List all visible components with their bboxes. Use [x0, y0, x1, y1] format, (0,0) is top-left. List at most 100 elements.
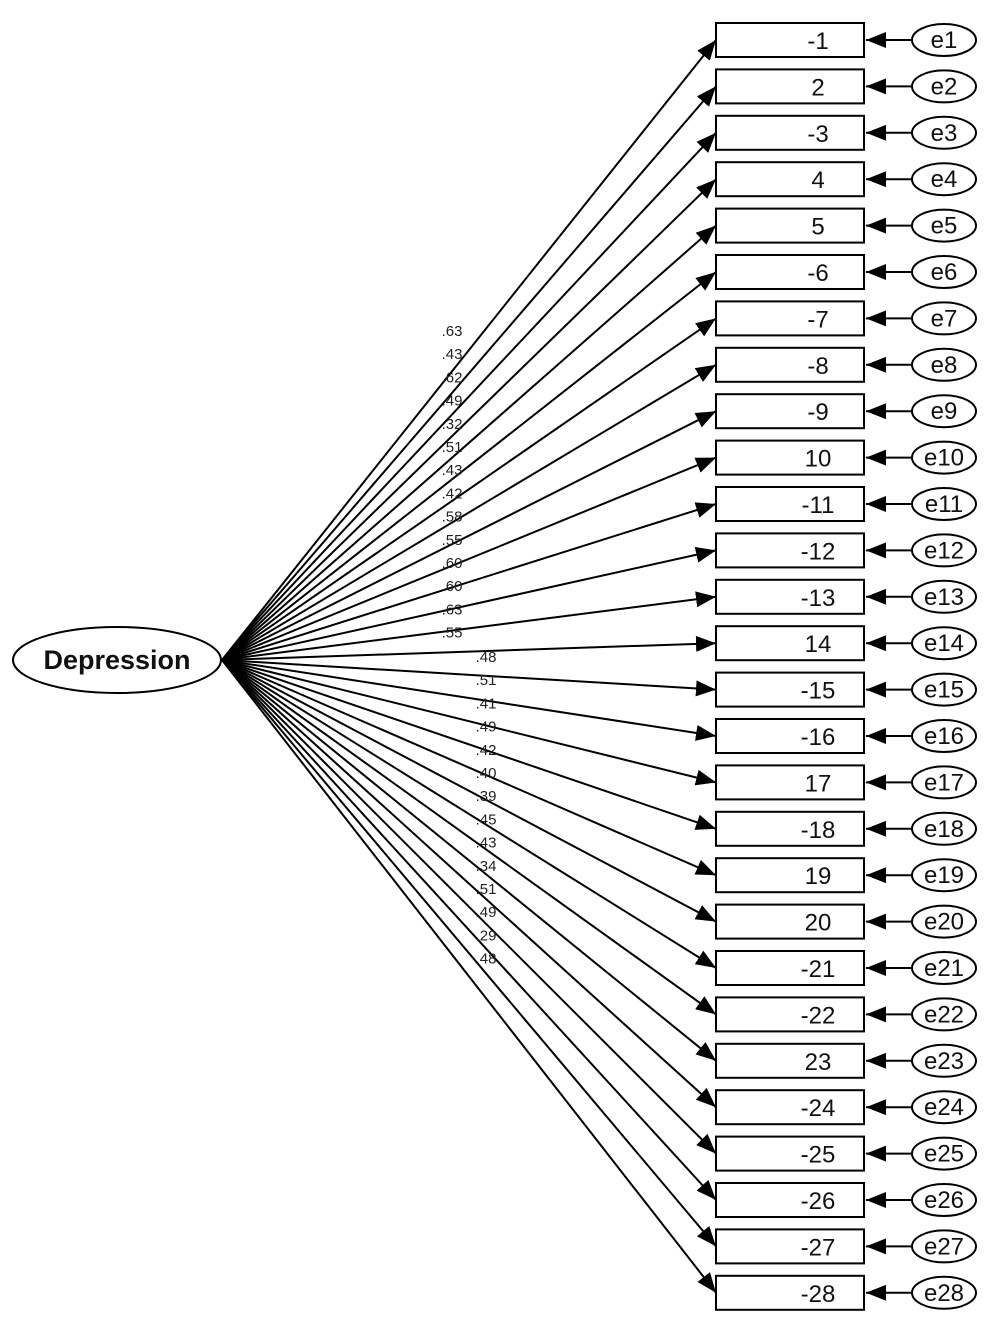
path-arrow-18	[221, 659, 717, 830]
error-ellipse-22	[911, 997, 977, 1032]
loading-label-20: .40	[476, 765, 497, 782]
indicator-label-4: 4	[811, 167, 824, 194]
loading-label-4: .49	[442, 393, 463, 410]
loading-label-15: .48	[476, 649, 497, 666]
indicator-label-24: -24	[801, 1095, 836, 1122]
error-ellipse-17	[911, 765, 977, 800]
indicator-label-12: -12	[801, 538, 836, 565]
indicator-box-17	[715, 764, 865, 801]
path-arrow-28	[221, 659, 717, 1294]
path-arrow-13	[221, 591, 717, 661]
path-arrow-25	[221, 659, 717, 1155]
loading-label-25: .51	[476, 881, 497, 898]
error-label-3: e3	[931, 120, 958, 147]
path-arrow-16	[221, 659, 717, 741]
error-ellipse-20	[911, 904, 977, 939]
loading-label-22: .45	[476, 811, 497, 828]
error-label-26: e26	[924, 1187, 964, 1214]
path-arrow-24	[221, 659, 717, 1108]
loading-label-8: .42	[442, 485, 463, 502]
indicator-boxes: -12-345-6-7-8-910-11-12-1314-15-1617-181…	[715, 22, 865, 1311]
indicator-label-1: -1	[807, 28, 828, 55]
loading-label-3: .62	[442, 369, 463, 386]
path-arrow-4	[221, 178, 717, 661]
error-ellipse-10	[911, 440, 977, 475]
path-arrow-1	[221, 39, 717, 661]
error-label-4: e4	[931, 166, 958, 193]
path-arrow-22	[221, 659, 717, 1016]
loading-label-1: .63	[442, 323, 463, 340]
error-ellipse-15	[911, 672, 977, 707]
error-ellipse-14	[911, 626, 977, 661]
indicator-box-12	[715, 532, 865, 569]
error-label-15: e15	[924, 677, 964, 704]
indicator-box-21	[715, 950, 865, 986]
indicator-label-10: 10	[805, 446, 832, 473]
indicator-box-13	[715, 578, 865, 615]
path-arrow-7	[221, 317, 717, 661]
indicator-label-27: -27	[801, 1234, 836, 1261]
indicator-box-4	[715, 161, 865, 198]
indicator-label-9: -9	[807, 399, 828, 426]
error-ellipse-7	[911, 301, 977, 336]
indicator-box-2	[715, 68, 865, 105]
error-label-16: e16	[924, 723, 964, 750]
indicator-label-7: -7	[807, 306, 828, 333]
error-label-8: e8	[931, 352, 958, 379]
error-ellipse-16	[911, 719, 977, 753]
latent-label: Depression	[43, 645, 190, 675]
loading-label-14: .55	[442, 625, 463, 642]
error-label-10: e10	[924, 445, 964, 472]
error-label-1: e1	[931, 27, 958, 54]
indicator-label-5: 5	[811, 214, 824, 241]
error-label-23: e23	[924, 1048, 964, 1075]
path-arrow-11	[221, 502, 717, 661]
error-ellipse-2	[911, 69, 977, 104]
loading-labels: .63.43.62.49.32.51.43.42.58.55.60.60.63.…	[442, 323, 497, 968]
loading-label-11: .60	[442, 555, 463, 572]
error-ellipse-11	[911, 487, 977, 521]
error-ellipse-26	[911, 1183, 977, 1217]
error-ellipse-25	[911, 1136, 977, 1171]
error-label-13: e13	[924, 584, 964, 611]
error-ellipse-3	[911, 115, 977, 150]
error-label-24: e24	[924, 1094, 964, 1121]
error-terms: e1e2e3e4e5e6e7e8e9e10e11e12e13e14e15e16e…	[866, 23, 977, 1310]
indicator-label-22: -22	[801, 1002, 836, 1029]
error-ellipse-24	[911, 1090, 977, 1125]
indicator-box-16	[715, 718, 865, 754]
indicator-label-17: 17	[805, 770, 832, 797]
loading-label-24: .34	[476, 858, 497, 875]
indicator-label-19: 19	[805, 863, 832, 890]
indicator-label-18: -18	[801, 817, 836, 844]
path-arrow-2	[221, 85, 717, 661]
indicator-label-15: -15	[801, 678, 836, 705]
path-arrow-14	[221, 635, 717, 661]
indicator-box-25	[715, 1135, 865, 1172]
path-arrow-12	[221, 546, 717, 661]
indicator-box-14	[715, 625, 865, 662]
indicator-label-20: 20	[805, 910, 832, 937]
error-ellipse-6	[911, 255, 977, 289]
error-ellipse-1	[911, 23, 977, 57]
indicator-label-26: -26	[801, 1188, 836, 1215]
indicator-box-18	[715, 810, 865, 847]
indicator-box-9	[715, 393, 865, 430]
latent-variable: Depression	[12, 626, 222, 694]
loading-label-7: .43	[442, 462, 463, 479]
loading-label-5: .32	[442, 416, 463, 433]
loading-label-19: .42	[476, 742, 497, 759]
path-arrow-15	[221, 659, 717, 697]
error-ellipse-4	[911, 162, 977, 197]
error-label-7: e7	[931, 305, 958, 332]
indicator-label-8: -8	[807, 353, 828, 380]
path-arrow-5	[221, 224, 717, 661]
path-arrow-21	[221, 659, 717, 969]
loading-label-10: .55	[442, 532, 463, 549]
error-label-12: e12	[924, 537, 964, 564]
error-label-19: e19	[924, 862, 964, 889]
indicator-label-14: 14	[805, 631, 832, 658]
indicator-box-24	[715, 1089, 865, 1126]
loading-label-27: .29	[476, 927, 497, 944]
